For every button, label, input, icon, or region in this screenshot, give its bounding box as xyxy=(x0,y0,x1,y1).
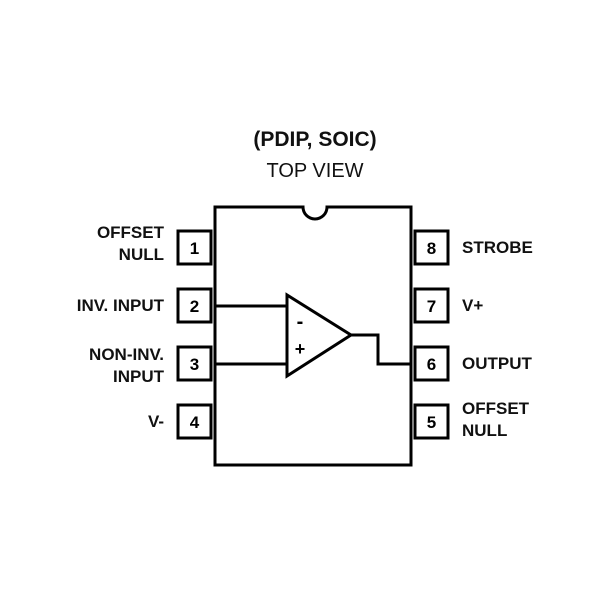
pin-label-4: V- xyxy=(148,411,164,433)
pin-label-5-line-1: OFFSET xyxy=(462,399,530,418)
pin-label-1: OFFSET NULL xyxy=(97,222,164,266)
pin-label-8-line-1: STROBE xyxy=(462,238,533,257)
pin-number-1: 1 xyxy=(190,239,199,258)
opamp-triangle xyxy=(285,292,354,379)
pin-box-6 xyxy=(413,345,450,382)
pin-number-3: 3 xyxy=(190,355,199,374)
pin-box-2 xyxy=(176,287,213,324)
pin-number-4: 4 xyxy=(190,413,200,432)
pin-number-8: 8 xyxy=(427,239,436,258)
pin-label-3-line-2: INPUT xyxy=(113,367,164,386)
view-subtitle: TOP VIEW xyxy=(266,160,364,182)
pin-label-5-line-2: NULL xyxy=(462,421,508,440)
pin-box-7 xyxy=(413,287,450,324)
pin-label-4-line-1: V- xyxy=(147,412,164,431)
pin-number-5: 5 xyxy=(427,413,436,432)
pin-box-4 xyxy=(176,403,213,440)
opamp-inverting-symbol: - xyxy=(297,311,304,333)
pin-label-1-line-2: NULL xyxy=(118,245,164,264)
chip-body xyxy=(213,205,413,467)
pin-label-2: INV. INPUT xyxy=(77,295,164,317)
pin-label-5: OFFSET NULL xyxy=(462,398,529,442)
opamp-noninverting-symbol: + xyxy=(295,339,306,359)
pin-label-7: V+ xyxy=(462,295,483,317)
pin-number-7: 7 xyxy=(427,297,436,316)
package-title: (PDIP, SOIC) xyxy=(253,128,377,151)
pin-box-1 xyxy=(176,229,213,266)
wire-output xyxy=(351,333,411,366)
pin-label-1-line-1: OFFSET xyxy=(96,223,164,242)
pin-box-5 xyxy=(413,403,450,440)
pin-label-3-line-1: NON-INV. xyxy=(89,345,164,364)
pin-label-3: NON-INV. INPUT xyxy=(89,344,164,388)
pin-label-6-line-1: OUTPUT xyxy=(462,354,532,373)
pin-label-2-line-1: INV. INPUT xyxy=(76,296,164,315)
pin-box-8 xyxy=(413,229,450,266)
pin-number-6: 6 xyxy=(427,355,436,374)
pin-label-7-line-1: V+ xyxy=(462,296,484,315)
pin-box-3 xyxy=(176,345,213,382)
pin-number-2: 2 xyxy=(190,297,199,316)
pin-label-6: OUTPUT xyxy=(462,353,532,375)
pin-label-8: STROBE xyxy=(462,237,533,259)
